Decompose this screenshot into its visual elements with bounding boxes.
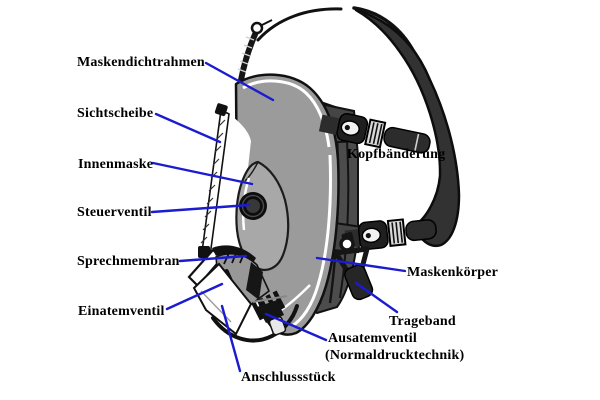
visor-clamp-bottom <box>198 246 210 258</box>
leader-steuerventil <box>150 203 251 214</box>
buckle-slot <box>340 120 360 136</box>
label-innenmaske: Innenmaske <box>78 157 154 172</box>
label-trageband: Trageband <box>389 314 456 329</box>
connector-funnel <box>192 262 253 336</box>
label-ausatemventil-line2: (Normaldrucktechnik) <box>325 348 465 363</box>
leader-maskenkoerper <box>315 256 407 273</box>
buckle-roller-ribs <box>368 122 383 145</box>
label-ausatemventil-line1: Ausatemventil <box>328 331 417 346</box>
leader-sprechmembran <box>178 254 248 263</box>
front-strap-clip-link <box>259 19 273 27</box>
front-strap-clip-icon <box>250 21 264 35</box>
carry-strap-band <box>344 264 374 301</box>
leader-lines <box>150 61 407 373</box>
leader-einatemventil <box>165 282 224 311</box>
buckle-roller-ribs <box>391 221 404 244</box>
leader-maskendichtrahmen <box>204 61 275 102</box>
buckle-pin <box>344 124 350 131</box>
assembly-top-edge <box>212 245 256 266</box>
control-valve-center <box>246 199 260 213</box>
buckle-pin <box>365 233 371 239</box>
thread-bar <box>251 301 264 321</box>
label-kopfbaenderung: Kopfbänderung <box>347 147 446 162</box>
connector-tube-edge <box>211 304 299 343</box>
carry-strap-clip-ring <box>339 236 355 252</box>
leader-anschlussstueck <box>220 304 242 373</box>
label-sichtscheibe: Sichtscheibe <box>77 106 154 121</box>
leader-innenmaske <box>151 161 254 186</box>
buckle-strap-right <box>405 219 437 242</box>
label-maskendichtrahmen: Maskendichtrahmen <box>77 55 205 70</box>
harness-rear-band <box>354 8 461 248</box>
leader-ausatemventil <box>264 312 328 342</box>
front-strap-ribs <box>237 36 255 73</box>
strap-buckle-lower <box>344 218 437 251</box>
label-maskenkoerper: Maskenkörper <box>407 265 499 280</box>
seal-frame-highlight-side <box>291 154 332 328</box>
strap-buckle-upper <box>318 113 431 154</box>
buckle-strap-notch <box>414 133 420 151</box>
connector-pin <box>252 295 288 303</box>
crown-strap-arc-left <box>256 7 343 42</box>
control-valve <box>239 192 267 220</box>
visor-clamp-top <box>214 103 228 117</box>
leader-trageband <box>354 281 399 314</box>
inner-mask-crease <box>244 161 259 182</box>
mask-body-stripe <box>339 125 350 299</box>
label-steuerventil: Steuerventil <box>77 205 152 220</box>
buckle-strap-right <box>383 126 431 154</box>
head-harness <box>256 6 461 248</box>
label-einatemventil: Einatemventil <box>78 304 165 319</box>
assembly-collar <box>246 262 263 300</box>
label-sprechmembran: Sprechmembran <box>77 254 180 269</box>
buckle-slot <box>361 227 382 244</box>
thread-bar <box>272 290 286 310</box>
leader-sichtscheibe <box>154 112 222 144</box>
label-anschlussstueck: Anschlussstück <box>241 370 336 385</box>
